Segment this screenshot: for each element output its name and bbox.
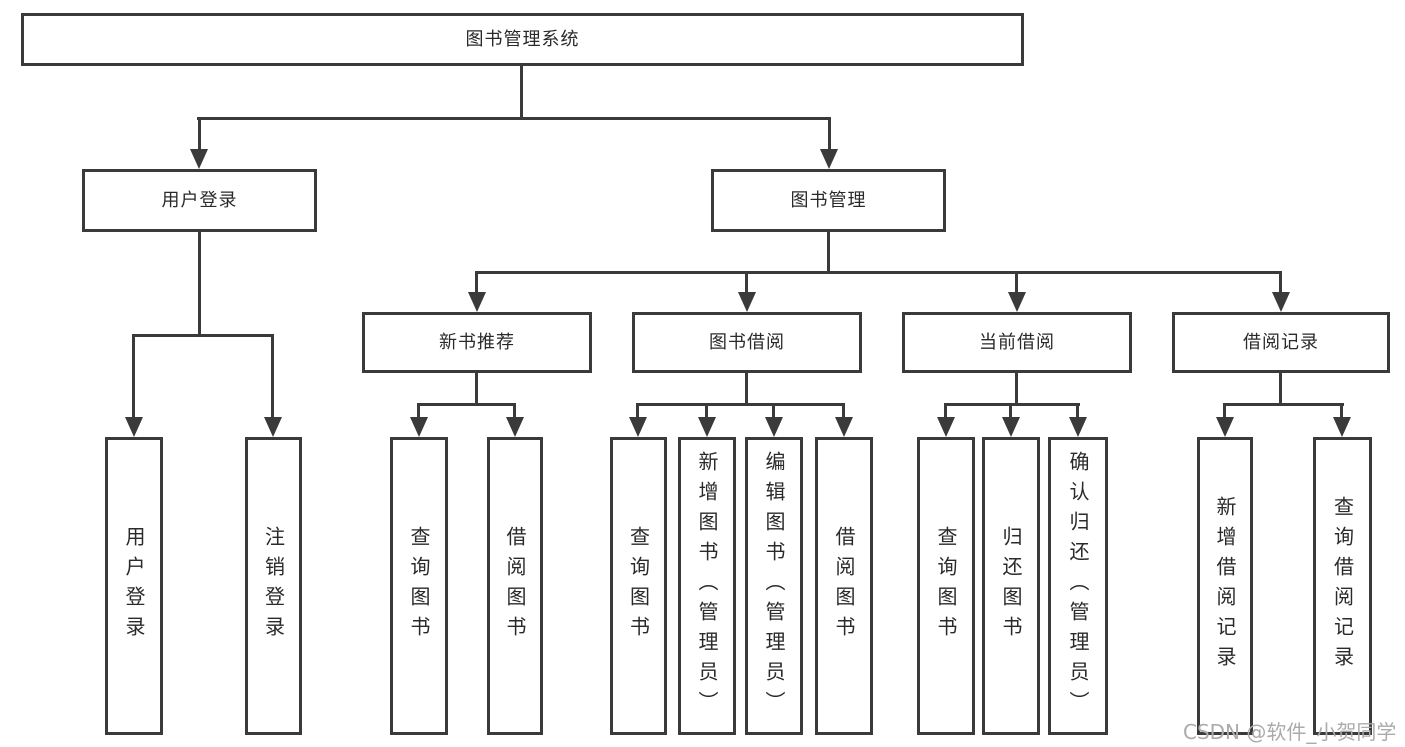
arrowhead-down xyxy=(506,417,524,437)
node-book-management: 图书管理 xyxy=(711,169,946,232)
leaf-confirm-return-admin: 确认归还（管理员） xyxy=(1048,437,1108,735)
arrowhead-down xyxy=(1008,292,1026,312)
connector-hline xyxy=(417,403,516,406)
leaf-borrow-books-recommend: 借阅图书 xyxy=(487,437,543,735)
leaf-query-books-recommend: 查询图书 xyxy=(390,437,448,735)
connector-vline xyxy=(198,232,201,336)
connector-vline xyxy=(520,66,523,117)
leaf-query-books-current: 查询图书 xyxy=(917,437,975,735)
csdn-watermark: CSDN @软件_小贺同学 xyxy=(1183,720,1397,744)
leaf-label: 归还图书 xyxy=(999,526,1023,646)
connector-hline xyxy=(1223,403,1344,406)
connector-vline xyxy=(1279,373,1282,405)
connector-vline xyxy=(828,117,831,149)
connector-vline xyxy=(1015,373,1018,405)
connector-vline xyxy=(944,403,947,419)
connector-vline xyxy=(842,403,845,419)
connector-vline xyxy=(745,373,748,405)
arrowhead-down xyxy=(468,292,486,312)
connector-vline xyxy=(475,271,478,292)
leaf-label: 确认归还（管理员） xyxy=(1066,451,1090,721)
node-user-login: 用户登录 xyxy=(82,169,317,232)
connector-vline xyxy=(1076,403,1079,419)
node-label: 借阅记录 xyxy=(1243,331,1319,353)
connector-hline xyxy=(636,403,845,406)
connector-vline xyxy=(772,403,775,419)
connector-vline xyxy=(636,403,639,419)
node-label: 新书推荐 xyxy=(439,331,515,353)
node-book-borrowing: 图书借阅 xyxy=(632,312,862,373)
arrowhead-down xyxy=(190,149,208,169)
arrowhead-down xyxy=(410,417,428,437)
connector-vline xyxy=(271,334,274,417)
node-library-management-system: 图书管理系统 xyxy=(21,13,1024,66)
connector-vline xyxy=(1009,403,1012,419)
leaf-edit-book-admin: 编辑图书（管理员） xyxy=(745,437,803,735)
leaf-label: 新增借阅记录 xyxy=(1213,496,1237,676)
connector-vline xyxy=(705,403,708,419)
leaf-return-books: 归还图书 xyxy=(982,437,1040,735)
connector-vline xyxy=(1279,271,1282,292)
node-label: 图书借阅 xyxy=(709,331,785,353)
connector-vline xyxy=(1223,403,1226,419)
leaf-borrow-books-borrowing: 借阅图书 xyxy=(815,437,873,735)
leaf-label: 查询图书 xyxy=(626,526,651,646)
connector-hline xyxy=(197,117,831,120)
leaf-logout: 注销登录 xyxy=(245,437,302,735)
connector-vline xyxy=(745,271,748,292)
node-label: 当前借阅 xyxy=(979,331,1055,353)
leaf-label: 借阅图书 xyxy=(503,526,527,646)
connector-hline xyxy=(944,403,1080,406)
arrowhead-down xyxy=(125,417,143,437)
arrowhead-down xyxy=(629,417,647,437)
connector-vline xyxy=(132,334,135,417)
connector-vline xyxy=(417,403,420,419)
connector-hline xyxy=(132,334,274,337)
arrowhead-down xyxy=(1216,417,1234,437)
arrowhead-down xyxy=(1002,417,1020,437)
leaf-label: 查询借阅记录 xyxy=(1330,496,1355,676)
leaf-add-book-admin: 新增图书（管理员） xyxy=(678,437,736,735)
leaf-label: 新增图书（管理员） xyxy=(695,451,719,721)
arrowhead-down xyxy=(738,292,756,312)
leaf-label: 注销登录 xyxy=(261,526,286,646)
node-label: 图书管理 xyxy=(790,189,867,211)
leaf-query-borrow-record: 查询借阅记录 xyxy=(1313,437,1372,735)
leaf-label: 用户登录 xyxy=(122,526,146,646)
connector-vline xyxy=(198,117,201,149)
leaf-label: 编辑图书（管理员） xyxy=(762,451,786,721)
connector-vline xyxy=(513,403,516,419)
arrowhead-down xyxy=(937,417,955,437)
arrowhead-down xyxy=(765,417,783,437)
node-borrowing-records: 借阅记录 xyxy=(1172,312,1390,373)
arrowhead-down xyxy=(1333,417,1351,437)
connector-vline xyxy=(475,373,478,405)
leaf-label: 查询图书 xyxy=(407,526,431,646)
leaf-add-borrow-record: 新增借阅记录 xyxy=(1197,437,1253,735)
arrowhead-down xyxy=(835,417,853,437)
arrowhead-down xyxy=(1069,417,1087,437)
node-current-borrowing: 当前借阅 xyxy=(902,312,1132,373)
leaf-label: 查询图书 xyxy=(934,526,958,646)
leaf-user-login: 用户登录 xyxy=(105,437,163,735)
node-label: 图书管理系统 xyxy=(465,28,580,50)
arrowhead-down xyxy=(820,149,838,169)
connector-vline xyxy=(1015,271,1018,292)
leaf-query-books-borrowing: 查询图书 xyxy=(610,437,667,735)
connector-hline xyxy=(475,271,1282,274)
connector-vline xyxy=(1340,403,1343,419)
arrowhead-down xyxy=(1272,292,1290,312)
arrowhead-down xyxy=(698,417,716,437)
arrowhead-down xyxy=(264,417,282,437)
leaf-label: 借阅图书 xyxy=(832,526,856,646)
connector-vline xyxy=(827,232,830,273)
node-label: 用户登录 xyxy=(161,189,238,211)
node-new-book-recommendation: 新书推荐 xyxy=(362,312,592,373)
